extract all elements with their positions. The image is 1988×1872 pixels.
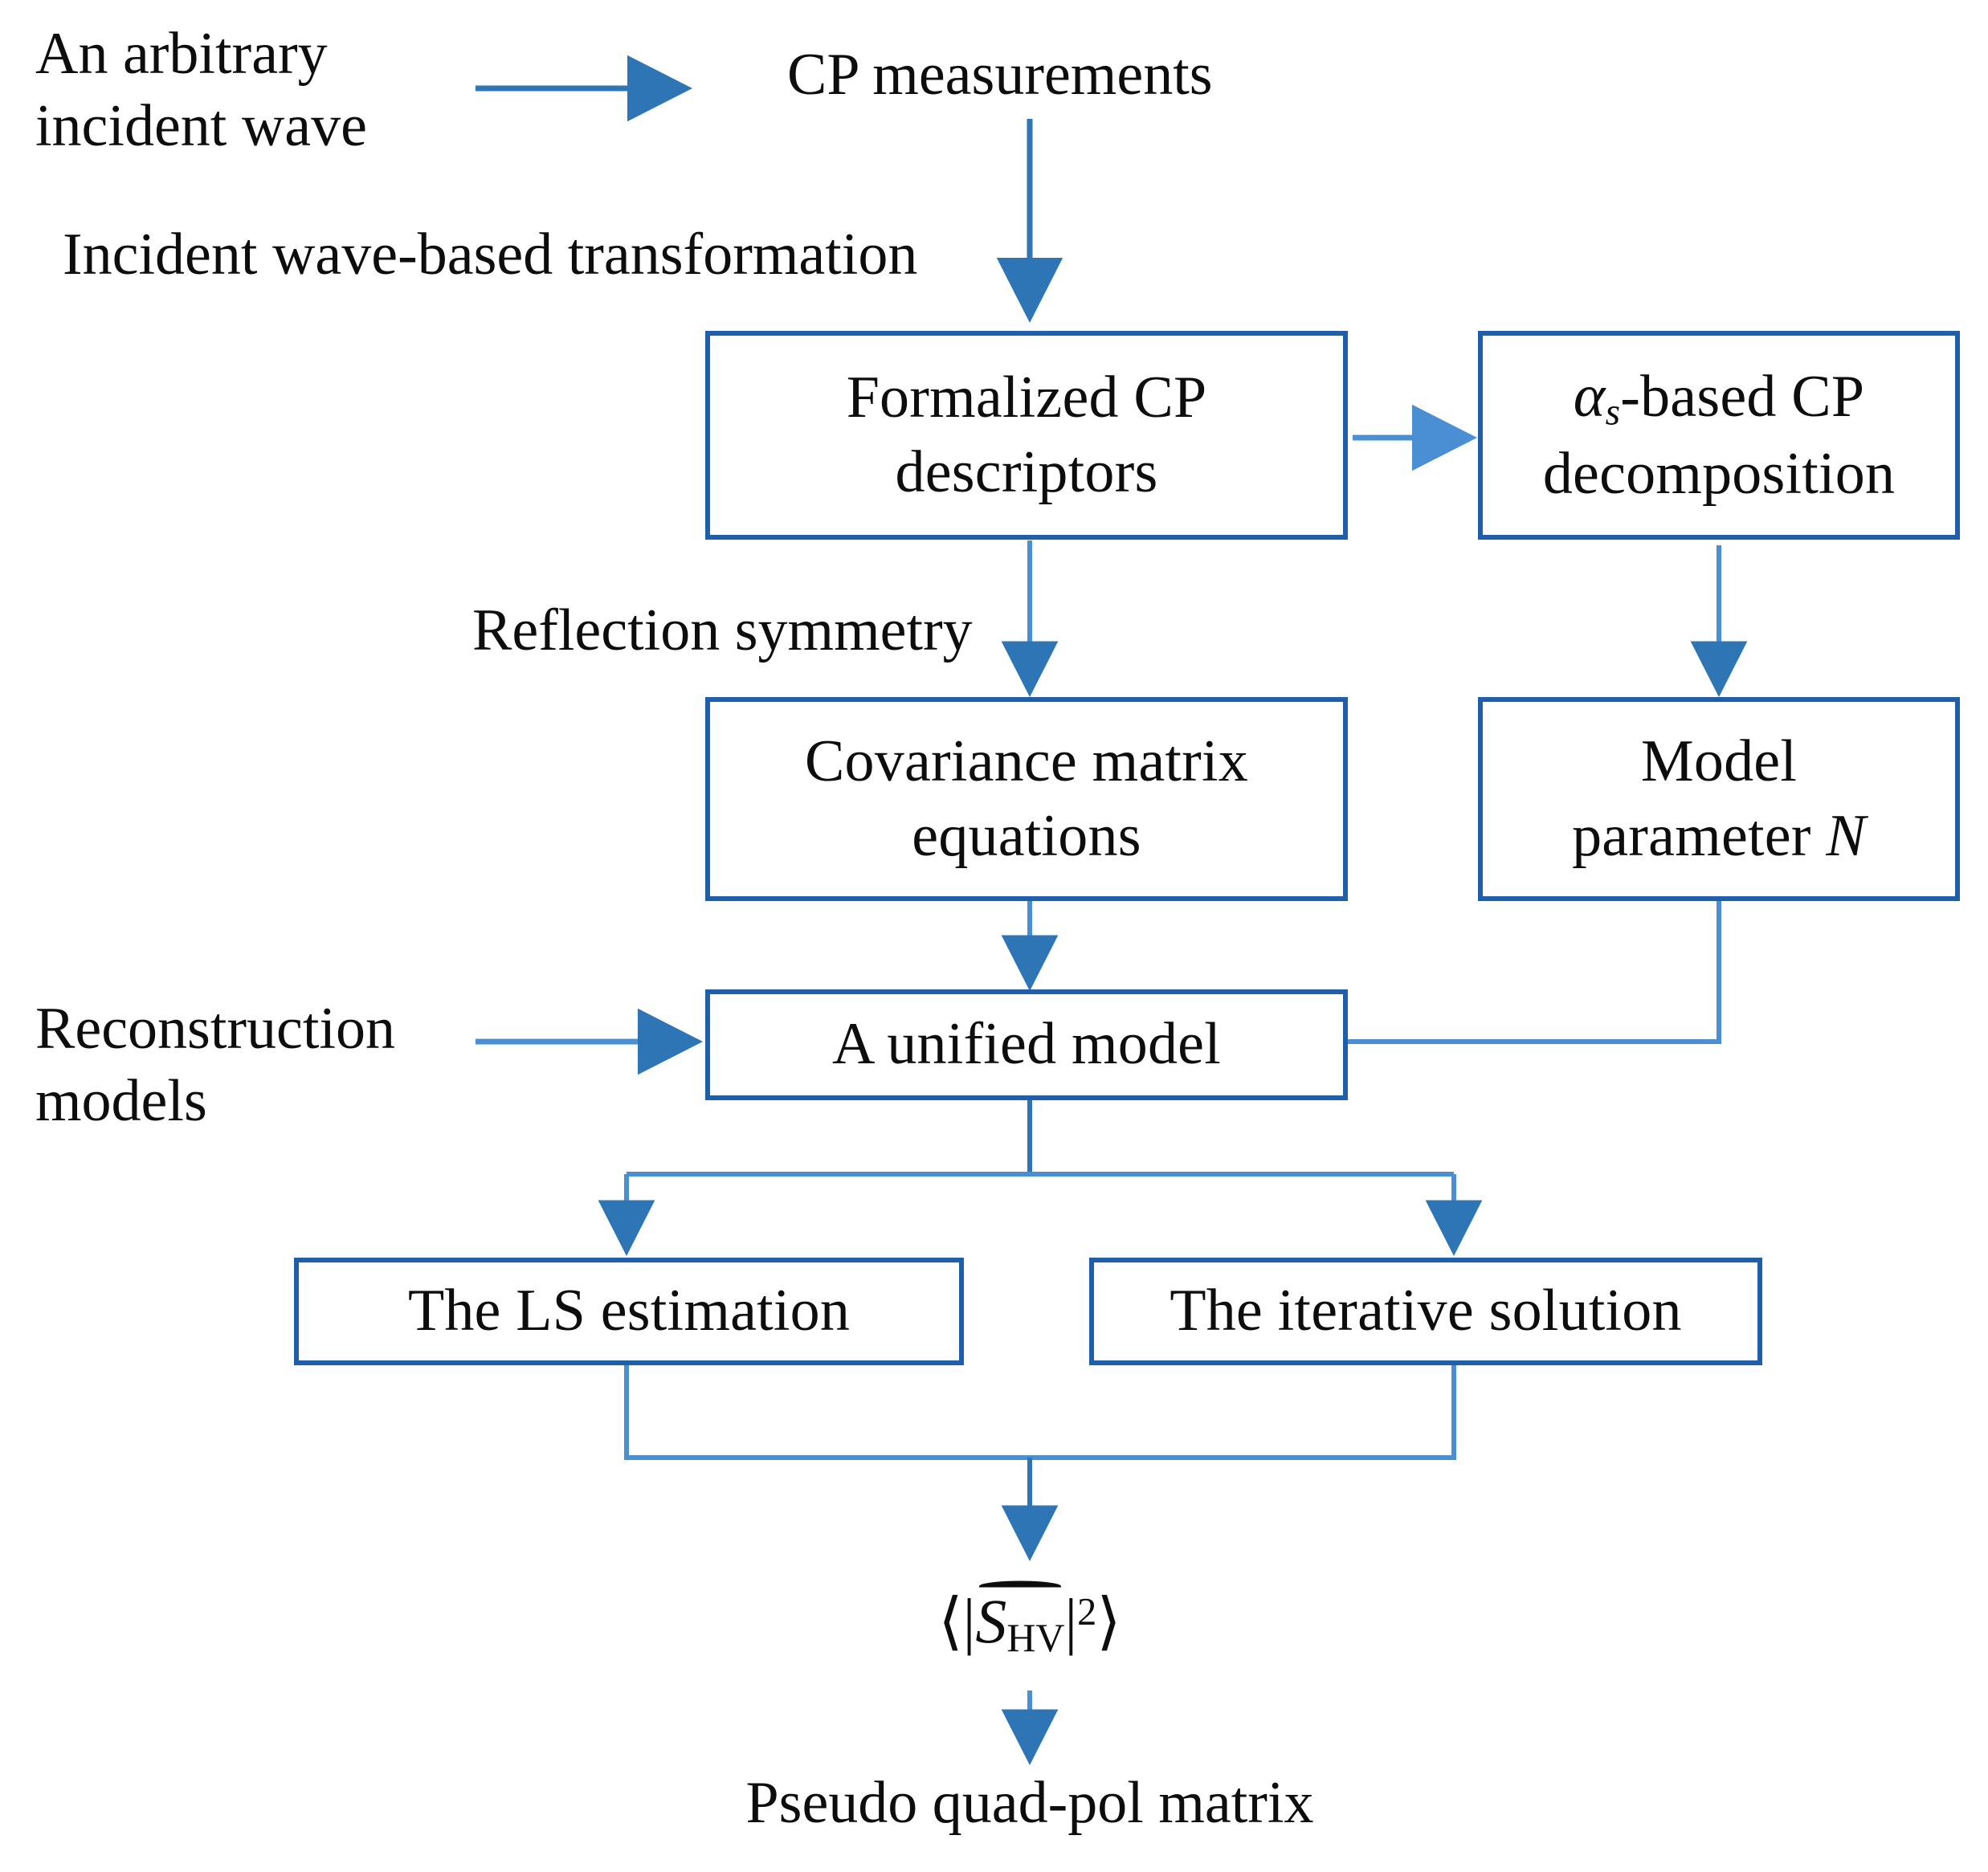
box-line-1: The iterative solution	[1170, 1278, 1682, 1344]
alpha-subscript: s	[1605, 391, 1621, 434]
box-unified-model[interactable]: A unified model	[705, 989, 1348, 1100]
box-line-2: decomposition	[1542, 441, 1896, 508]
bar-close: |	[1064, 1586, 1078, 1656]
box-line-2: descriptors	[895, 439, 1158, 505]
label-reflection-symmetry: Reflection symmetry	[472, 597, 973, 663]
box-ls-estimation[interactable]: The LS estimation	[294, 1258, 964, 1365]
exponent: 2	[1077, 1590, 1097, 1633]
box-line-1: The LS estimation	[407, 1278, 851, 1344]
math-mean-shv-squared: ⟨|SHV|2⟩	[773, 1584, 1287, 1661]
box-alpha-s-cp-decomposition[interactable]: αs-based CP decomposition	[1478, 331, 1960, 540]
box-formalized-cp-descriptors[interactable]: Formalized CP descriptors	[705, 331, 1348, 540]
box-line-2: equations	[912, 803, 1141, 869]
box-line-1: Covariance matrix	[804, 728, 1248, 794]
box-model-parameter-n[interactable]: Model parameter N	[1478, 697, 1960, 901]
angle-open: ⟨	[938, 1586, 963, 1656]
polarization-subscript: HV	[1006, 1615, 1065, 1660]
box-covariance-matrix-equations[interactable]: Covariance matrix equations	[705, 697, 1348, 901]
box-line-1: Model	[1640, 728, 1798, 794]
model-parameter-symbol: N	[1826, 803, 1866, 869]
arrow-merge-to-result	[624, 1365, 1456, 1561]
label-reconstruction-models: Reconstruction models	[35, 996, 396, 1135]
box-line-2: parameter	[1572, 803, 1827, 869]
box-iterative-solution[interactable]: The iterative solution	[1089, 1258, 1762, 1365]
box-line-1: A unified model	[832, 1011, 1221, 1078]
angle-close: ⟩	[1096, 1586, 1121, 1656]
label-cp-measurements: CP measurements	[787, 42, 1213, 108]
box-line-1: -based CP	[1620, 364, 1865, 430]
box-line-1: Formalized CP	[846, 364, 1207, 430]
alpha-symbol: α	[1573, 363, 1606, 430]
label-pseudo-quad-pol-matrix: Pseudo quad-pol matrix	[745, 1770, 1314, 1836]
bar-open: |	[962, 1586, 976, 1656]
label-incident-wave-transformation: Incident wave-based transformation	[63, 222, 918, 288]
scattering-symbol: S	[975, 1586, 1007, 1656]
hat-group: SHV	[975, 1584, 1064, 1661]
arrow-unified-split	[598, 1100, 1483, 1256]
label-incident-wave: An arbitrary incident wave	[35, 21, 367, 160]
